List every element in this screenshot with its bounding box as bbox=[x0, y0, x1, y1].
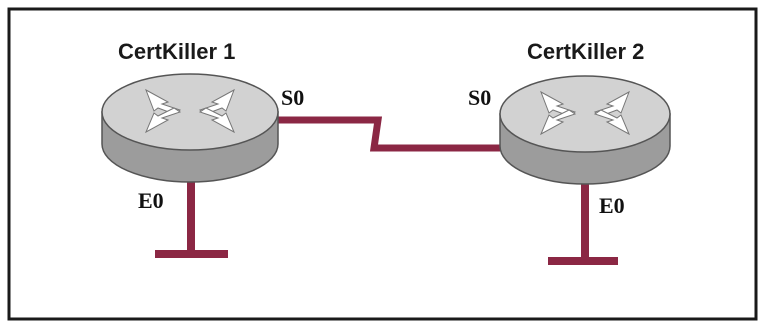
router1-ethernet-segment bbox=[155, 178, 228, 258]
router1-serial-port: S0 bbox=[281, 85, 304, 110]
router2-serial-port: S0 bbox=[468, 85, 491, 110]
router2-ethernet-port: E0 bbox=[599, 193, 625, 218]
router1-ethernet-port: E0 bbox=[138, 188, 164, 213]
router2-name: CertKiller 2 bbox=[527, 39, 644, 64]
router2-ethernet-segment bbox=[548, 183, 618, 265]
router1-name: CertKiller 1 bbox=[118, 39, 235, 64]
router1-icon[interactable] bbox=[101, 73, 279, 183]
serial-link bbox=[275, 116, 506, 152]
router2-icon[interactable] bbox=[499, 75, 671, 185]
